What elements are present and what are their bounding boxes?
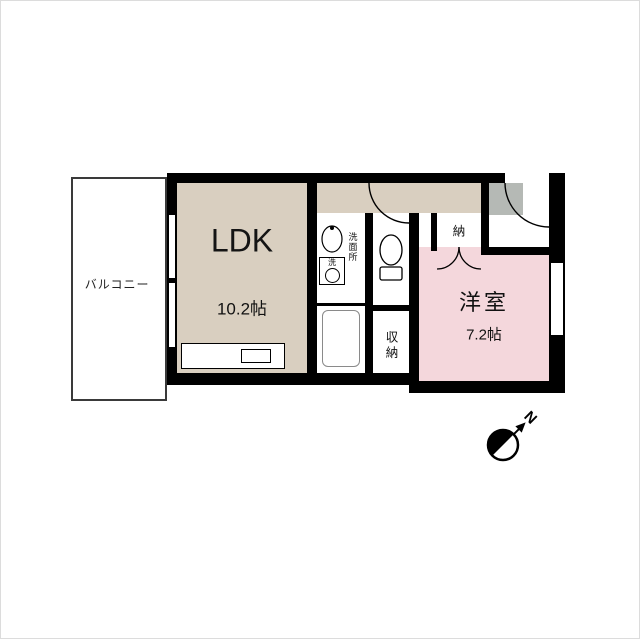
washer-drum-icon bbox=[324, 268, 340, 283]
wall-closet-left bbox=[431, 213, 437, 251]
wall-washroom-bath-divider bbox=[317, 303, 365, 306]
wall-entrance-bottom bbox=[481, 247, 549, 255]
kitchen-sink-icon bbox=[241, 349, 271, 363]
washroom-label: 洗面所 bbox=[347, 232, 358, 262]
closet-label: 納 bbox=[452, 224, 466, 239]
balcony-window-mullion bbox=[167, 278, 177, 283]
entrance-door-opening bbox=[505, 173, 549, 183]
compass-half-fill bbox=[488, 430, 514, 456]
wall-bottom-right bbox=[409, 381, 565, 393]
compass-icon: N bbox=[486, 408, 539, 462]
wall-top bbox=[167, 173, 565, 183]
bathtub-icon bbox=[322, 310, 360, 367]
washer-label: 洗 bbox=[328, 258, 336, 267]
wall-ldk-washroom bbox=[307, 183, 317, 373]
storage-label: 収納 bbox=[383, 330, 398, 362]
ldk-room-size: 10.2帖 bbox=[216, 299, 268, 319]
wall-washroom-toilet bbox=[365, 213, 373, 373]
room-ldk bbox=[177, 183, 307, 373]
room-toilet bbox=[373, 213, 409, 305]
wall-bottom-left bbox=[167, 373, 419, 385]
room-closet bbox=[437, 213, 481, 247]
compass-arrowhead bbox=[515, 422, 526, 433]
ldk-room-label: LDK bbox=[210, 222, 274, 259]
wall-toilet-storage-divider bbox=[373, 305, 409, 311]
western-room-size: 7.2帖 bbox=[466, 326, 502, 344]
balcony-label: バルコニー bbox=[84, 277, 150, 292]
wall-toilet-western bbox=[409, 213, 419, 381]
balcony: バルコニー bbox=[71, 177, 167, 401]
western-room-label: 洋室 bbox=[458, 290, 510, 315]
hallway bbox=[317, 183, 481, 213]
washing-machine-icon: 洗 bbox=[319, 257, 345, 285]
entrance-tile bbox=[489, 183, 523, 215]
room-storage bbox=[373, 311, 409, 381]
right-wall-window bbox=[549, 263, 565, 335]
wall-hall-entrance bbox=[481, 183, 489, 247]
